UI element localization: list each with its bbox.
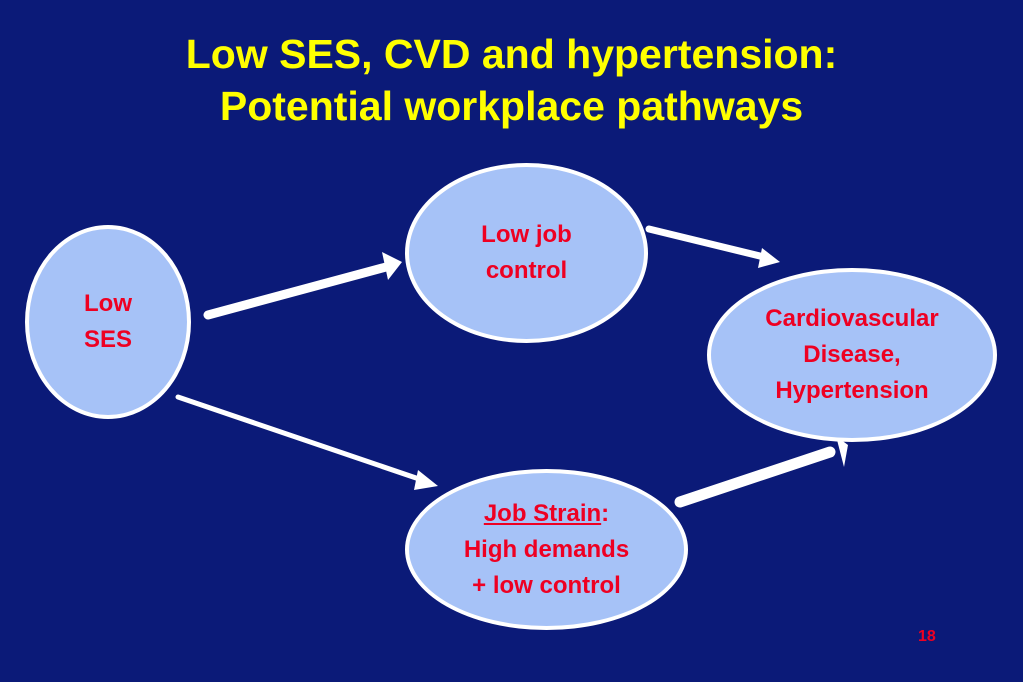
node-job-strain-label: Job Strain — [483, 499, 602, 527]
arrow-ses-to-job-strain — [175, 394, 438, 490]
node-low-ses: Low SES — [25, 225, 191, 419]
node-low-ses-line-2: SES — [83, 326, 133, 353]
node-job-strain: Job Strain: High demands + low control — [405, 469, 688, 630]
arrow-job-control-to-cvd — [645, 225, 780, 268]
slide-title: Low SES, CVD and hypertension: Potential… — [0, 28, 1023, 132]
node-job-strain-line-3: + low control — [472, 571, 621, 599]
title-line-2: Potential workplace pathways — [219, 83, 804, 129]
title-line-1: Low SES, CVD and hypertension: — [185, 31, 838, 77]
node-cvd-line-2: Disease, — [803, 341, 901, 368]
node-job-strain-line-1: Job Strain: — [484, 496, 609, 532]
node-cvd: Cardiovascular Disease, Hypertension — [707, 268, 997, 442]
arrow-ses-to-job-control — [203, 252, 402, 320]
arrow-job-strain-to-cvd — [674, 436, 848, 508]
node-cvd-line-1: Cardiovascular — [765, 305, 939, 332]
node-low-job-control: Low job control — [405, 163, 648, 343]
node-job-strain-line-2: High demands — [463, 535, 630, 563]
node-job-strain-colon: : — [601, 499, 610, 527]
node-low-job-control-line-2: control — [485, 257, 568, 284]
node-cvd-line-3: Hypertension — [775, 377, 929, 404]
page-number: 18 — [918, 628, 936, 645]
node-low-job-control-line-1: Low job — [481, 221, 572, 248]
node-low-ses-line-1: Low — [84, 290, 132, 317]
